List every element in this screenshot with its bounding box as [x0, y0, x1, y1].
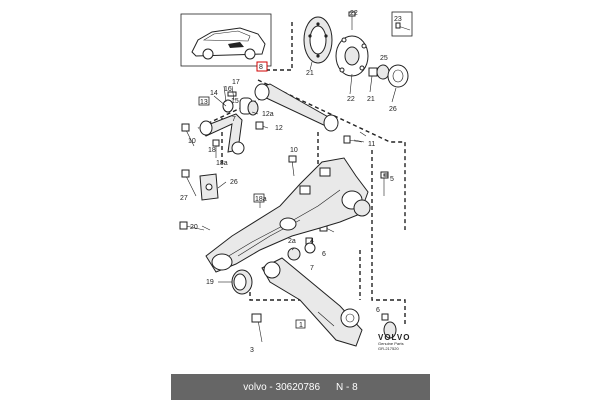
callout-9: 7	[232, 116, 236, 123]
car-inset	[180, 13, 272, 67]
callout-11: 11	[368, 141, 375, 148]
callout-labels: 22 23 21 25 22 21 26 17 16 14 15 7 12a 1…	[180, 10, 402, 354]
callout-10: 10	[290, 147, 298, 154]
callout-20: 19	[206, 279, 214, 286]
callout-28: 26	[230, 179, 238, 186]
callout-18a: 18a	[216, 160, 228, 167]
callout-1: 1	[299, 322, 303, 329]
callout-3: 3	[250, 347, 254, 354]
logo-code: GR-217520	[378, 345, 399, 351]
callout-24: 22	[347, 96, 355, 103]
part-24a-box	[391, 11, 413, 37]
callout-10a: 10	[188, 138, 196, 145]
wheel-hub-assembly	[303, 11, 409, 88]
bolts	[179, 121, 389, 343]
caption-separator: -	[269, 381, 276, 393]
lower-control-arm	[261, 257, 363, 347]
callout-29: 27	[180, 195, 188, 202]
callout-25: 22	[350, 10, 358, 17]
callout-23: 21	[367, 96, 375, 103]
callout-12a: 12a	[262, 111, 274, 118]
callout-26: 25	[380, 55, 388, 62]
leader-lines	[201, 61, 397, 283]
callout-6: 6	[322, 251, 326, 258]
callout-16: 16	[224, 86, 232, 93]
callout-8: 8	[259, 64, 263, 71]
callout-22: 21	[306, 70, 314, 77]
callout-19: 18a	[255, 196, 267, 203]
callout-7: 7	[310, 265, 314, 272]
callout-14: 14	[210, 90, 218, 97]
callout-24a: 23	[394, 16, 402, 23]
callout-6b: 6	[376, 307, 380, 314]
callout-12: 12	[275, 125, 283, 132]
logo-name: VOLVO	[378, 333, 411, 342]
caption-text: volvo - 30620786	[243, 382, 320, 393]
caption-bar: volvo - 30620786 N - 8	[171, 374, 430, 400]
bracket	[199, 173, 219, 201]
logo-line2: Genuine Parts	[378, 341, 404, 347]
callout-4: 4	[310, 238, 314, 245]
small-bushes	[287, 242, 397, 339]
caption-ref: N - 8	[336, 381, 358, 393]
caption-part-number: 30620786	[275, 381, 321, 393]
callout-13: 13	[200, 99, 208, 106]
boxed-callouts: 8 13 18a 1	[198, 61, 306, 329]
callout-21: 20	[190, 224, 198, 231]
callout-5: 5	[390, 176, 394, 183]
callout-2a: 2a	[288, 238, 296, 245]
callout-27: 26	[389, 106, 397, 113]
upper-control-arm	[254, 83, 339, 132]
callout-18: 18	[208, 147, 216, 154]
callout-17: 17	[232, 79, 240, 86]
caption-brand: volvo	[243, 381, 267, 393]
toe-link	[199, 91, 259, 158]
callout-8-highlight	[256, 61, 268, 72]
volvo-logo: VOLVO Genuine Parts GR-217520	[378, 333, 420, 351]
bushing	[231, 269, 253, 295]
subframe	[205, 157, 371, 273]
callout-15: 15	[231, 98, 239, 105]
